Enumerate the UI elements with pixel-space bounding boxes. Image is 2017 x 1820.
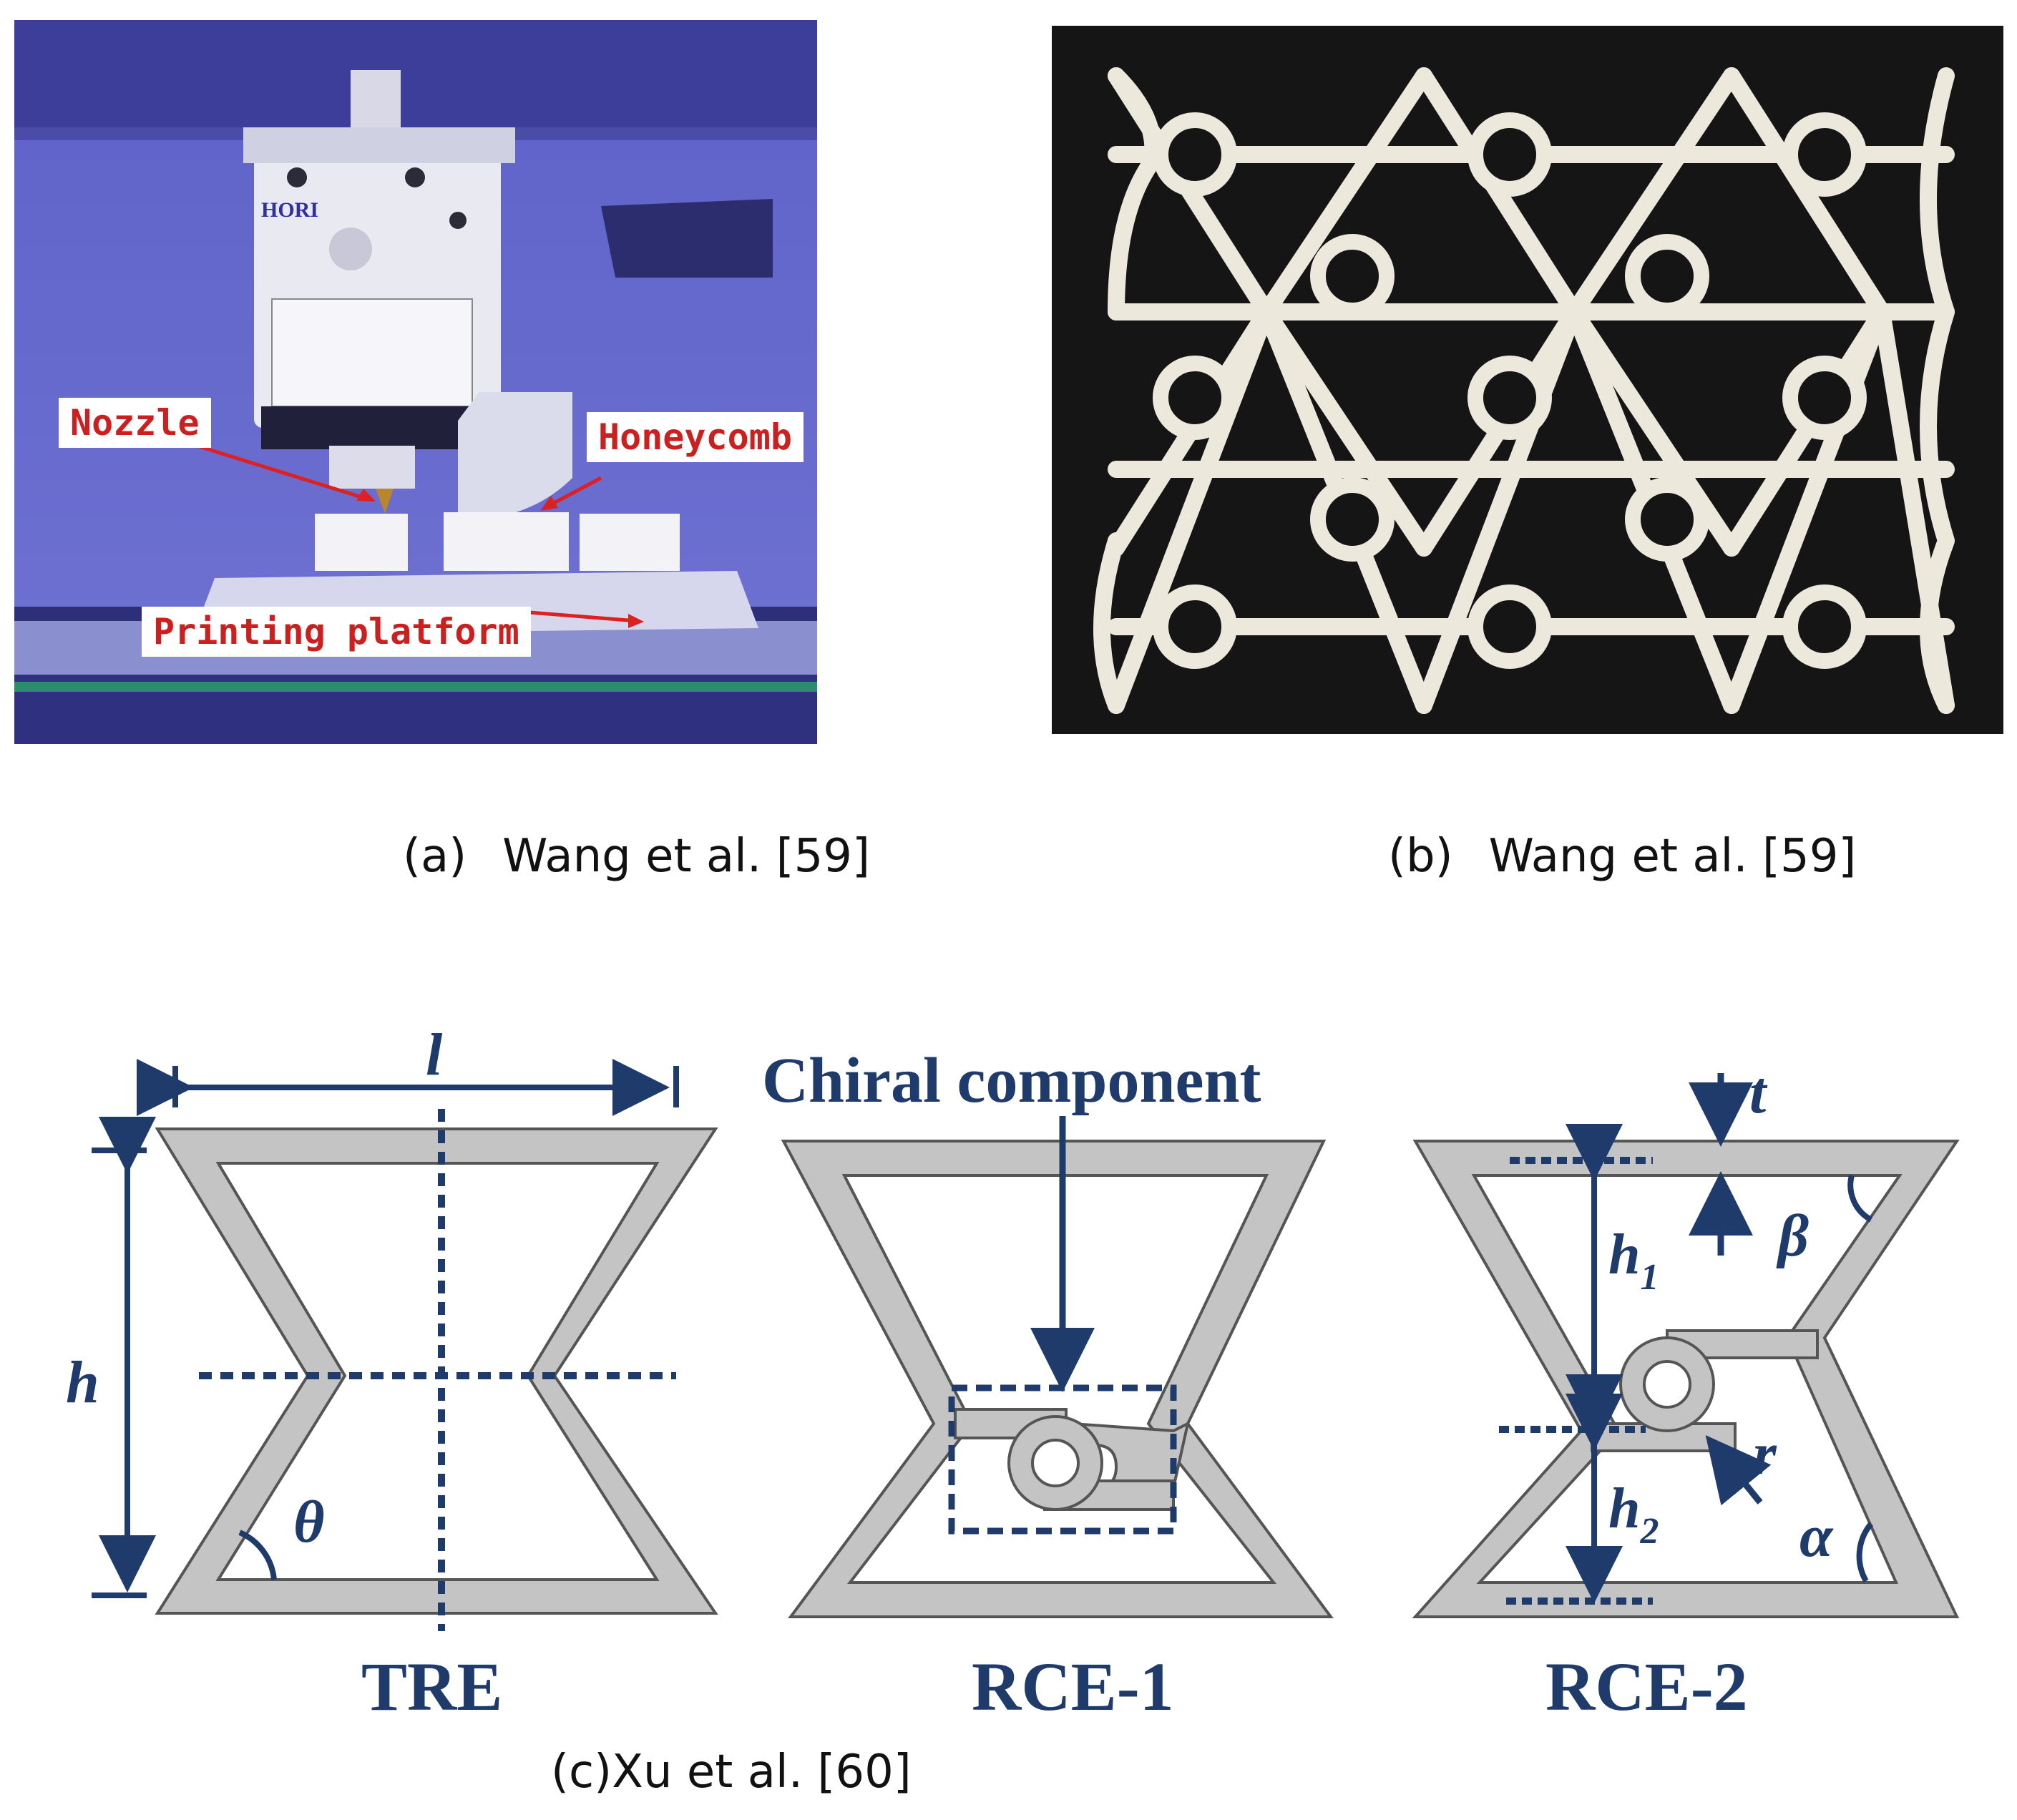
panel-a-photo: HORI Nozzle Honeycomb Printing platform <box>14 20 817 744</box>
printed-lattice-illustration <box>1052 26 2003 734</box>
h1-symbol: h1 <box>1608 1223 1659 1298</box>
rce2-label: RCE-2 <box>1545 1648 1748 1725</box>
printhead-brand: HORI <box>261 198 318 222</box>
beta-symbol: β <box>1776 1203 1809 1269</box>
caption-a-letter: (a) <box>403 830 467 883</box>
honeycomb-block <box>444 512 569 571</box>
honeycomb-arrow <box>546 476 602 509</box>
platform-arrow <box>529 610 638 623</box>
honeycomb-label: Honeycomb <box>587 412 804 462</box>
tre-height-symbol: h <box>66 1349 99 1416</box>
honeycomb-block <box>580 514 680 571</box>
tre-angle-arc <box>238 1530 277 1580</box>
panel-b-photo <box>1052 26 2003 734</box>
nozzle-tip <box>376 489 394 514</box>
caption-b: (b) Wang et al. [59] <box>1388 830 1856 883</box>
alpha-arc <box>1856 1522 1874 1582</box>
radius-arrow <box>1705 1435 1772 1506</box>
platform-label: Printing platform <box>142 607 531 657</box>
tre-angle-symbol: θ <box>293 1489 325 1555</box>
chiral-callout-label: Chiral component <box>762 1045 1261 1116</box>
caption-b-text: Wang et al. [59] <box>1488 830 1857 883</box>
tre-length-symbol: l <box>426 1022 443 1088</box>
rce2-cell: h1 h2 t β r α RCE-2 <box>1412 1060 1960 1725</box>
lattice-rings <box>1153 112 1867 669</box>
caption-a: (a) Wang et al. [59] <box>403 830 870 883</box>
nozzle-arrow <box>196 444 369 502</box>
carriage-arm <box>601 199 773 278</box>
rce1-cell: Chiral component RCE-1 <box>762 1045 1334 1725</box>
rce1-label: RCE-1 <box>972 1648 1174 1725</box>
honeycomb-block <box>315 514 408 571</box>
tre-height-dimension <box>92 1117 156 1598</box>
beta-arc <box>1847 1175 1873 1223</box>
tre-length-dimension <box>137 1059 679 1116</box>
nozzle-label: Nozzle <box>59 398 211 448</box>
radius-symbol: r <box>1753 1421 1777 1487</box>
caption-b-letter: (b) <box>1388 830 1453 883</box>
caption-a-text: Wang et al. [59] <box>502 830 870 883</box>
caption-c: (c)Xu et al. [60] <box>551 1746 912 1799</box>
h2-symbol: h2 <box>1608 1477 1659 1552</box>
printer-top-frame <box>14 20 817 127</box>
tre-cell: l h θ TRE <box>66 1022 718 1725</box>
alpha-symbol: α <box>1799 1503 1834 1570</box>
tre-label: TRE <box>361 1648 502 1725</box>
thickness-symbol: t <box>1749 1060 1768 1126</box>
printer-photo-illustration: HORI <box>14 20 817 744</box>
panel-c-schematic: l h θ TRE Chiral component RCE-1 <box>66 1022 1960 1725</box>
